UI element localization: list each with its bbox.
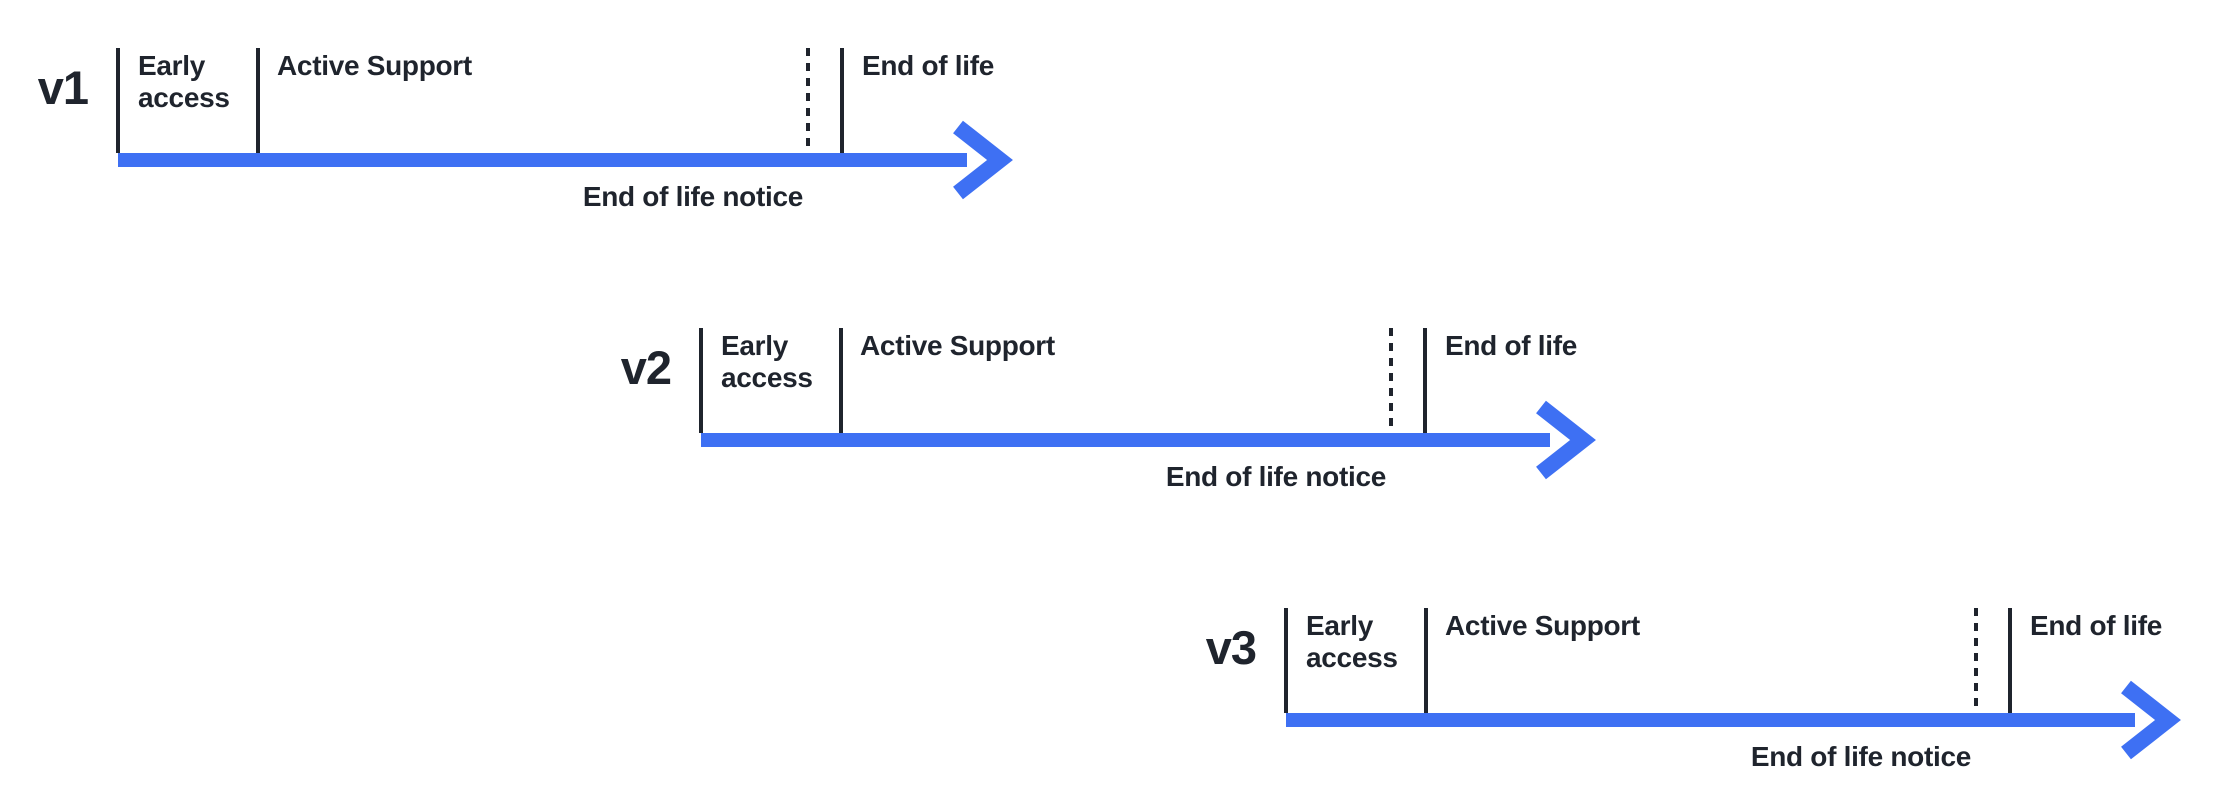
early-access-label: Early access — [1306, 610, 1398, 673]
arrow-right-icon — [1536, 400, 1596, 480]
eol-notice-dashed-tick — [806, 48, 810, 148]
timeline-arrow-shaft — [701, 433, 1550, 447]
early-access-start-tick — [116, 48, 120, 153]
end-of-life-tick — [1423, 328, 1427, 433]
arrow-right-icon — [953, 120, 1013, 200]
end-of-life-notice-label: End of life notice — [1165, 461, 1386, 492]
early-access-start-tick — [1284, 608, 1288, 713]
active-support-start-tick — [839, 328, 843, 433]
arrow-right-icon — [2121, 680, 2181, 760]
version-timeline-v3: v3 Early access Active Support End of li… — [1026, 600, 2201, 790]
timeline-arrow-shaft — [1286, 713, 2135, 727]
eol-notice-dashed-tick — [1389, 328, 1393, 428]
version-label: v1 — [37, 61, 89, 114]
version-label: v3 — [1205, 621, 1257, 674]
end-of-life-label: End of life — [2030, 610, 2163, 641]
active-support-label: Active Support — [1445, 610, 1640, 641]
active-support-label: Active Support — [277, 50, 472, 81]
early-access-start-tick — [699, 328, 703, 433]
end-of-life-label: End of life — [862, 50, 995, 81]
version-timeline-v1: v1 Early access Active Support End of li… — [0, 40, 1033, 230]
end-of-life-notice-label: End of life notice — [582, 181, 803, 212]
active-support-start-tick — [256, 48, 260, 153]
version-timeline-v2: v2 Early access Active Support End of li… — [441, 320, 1616, 510]
end-of-life-notice-label: End of life notice — [1750, 741, 1971, 772]
end-of-life-tick — [2008, 608, 2012, 713]
eol-notice-dashed-tick — [1974, 608, 1978, 708]
end-of-life-label: End of life — [1445, 330, 1578, 361]
timeline-arrow-shaft — [118, 153, 967, 167]
version-label: v2 — [620, 341, 672, 394]
early-access-label: Early access — [721, 330, 813, 393]
end-of-life-tick — [840, 48, 844, 153]
active-support-label: Active Support — [860, 330, 1055, 361]
early-access-label: Early access — [138, 50, 230, 113]
active-support-start-tick — [1424, 608, 1428, 713]
